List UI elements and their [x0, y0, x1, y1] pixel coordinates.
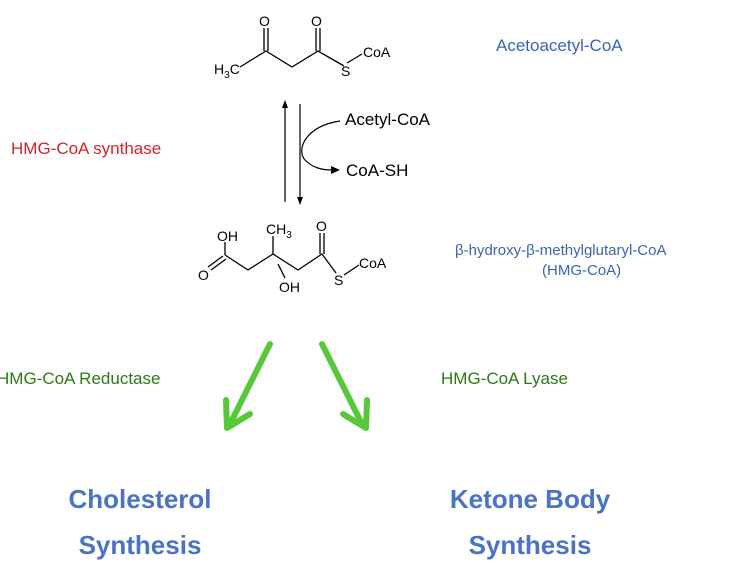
- reverse-arrow-head: [282, 100, 288, 108]
- acetoacetyl-coa-structure: [239, 28, 363, 68]
- hmg-s-coa-bond: [343, 264, 360, 276]
- ketone-body-line-2: Synthesis: [468, 530, 592, 560]
- right-branch-arrow-head: [340, 397, 370, 431]
- methyl-h: H: [214, 61, 225, 77]
- hmg-methyl-c: CH: [266, 221, 287, 237]
- cofactor-curve-arrow: [301, 120, 341, 171]
- left-branch-arrow-head: [223, 397, 253, 431]
- hmg-acid-hydroxyl: OH: [217, 228, 238, 244]
- hmg-coa-synthase-label: HMG-CoA synthase: [11, 139, 162, 158]
- acetyl-coa-label: Acetyl-CoA: [345, 110, 431, 129]
- acetoacetyl-coa-group: CoA: [363, 44, 391, 60]
- cholesterol-line-1: Cholesterol: [68, 484, 212, 514]
- acetoacetyl-sulfur: S: [341, 63, 351, 79]
- hmg-coa-full-name: β-hydroxy-β-methylglutaryl-CoA: [455, 242, 667, 259]
- cofactor-arrow-head: [331, 166, 340, 174]
- hmg-hydroxyl-bond: [277, 263, 286, 279]
- acetoacetyl-ketone-oxygen: O: [259, 13, 270, 29]
- forward-arrow-head: [297, 197, 303, 205]
- branch-arrows: [223, 341, 370, 431]
- right-branch-arrow: [319, 341, 364, 425]
- hmg-hydroxyl-group: OH: [279, 279, 300, 295]
- acetoacetyl-s-coa-bond: [346, 53, 363, 64]
- hmg-coa-structure: [207, 233, 360, 279]
- acetoacetyl-coa-name: Acetoacetyl-CoA: [496, 36, 623, 55]
- hmg-acid-oxygen: O: [198, 267, 209, 283]
- acetoacetyl-methyl-group: H3C: [214, 62, 240, 81]
- methyl-c: C: [229, 61, 240, 77]
- hmg-coa-lyase-label: HMG-CoA Lyase: [441, 369, 568, 388]
- hmg-methyl-group: CH3: [266, 222, 292, 241]
- hmg-coa-abbreviation: (HMG-CoA): [542, 262, 622, 279]
- hmg-acid-co-bond-b: [210, 258, 227, 271]
- hmg-sulfur: S: [334, 272, 344, 288]
- acetoacetyl-thioester-oxygen: O: [311, 13, 322, 29]
- acetoacetyl-backbone: [239, 50, 345, 68]
- left-branch-arrow: [228, 341, 273, 425]
- hmg-backbone: [224, 253, 337, 274]
- synthase-arrows: [282, 100, 341, 205]
- hmg-acid-co-bond-a: [207, 255, 224, 268]
- hmg-methyl-subscript: 3: [286, 229, 292, 241]
- hmg-coa-reductase-label: HMG-CoA Reductase: [0, 369, 161, 388]
- coa-sh-label: CoA-SH: [346, 161, 409, 180]
- hmg-thioester-oxygen: O: [316, 218, 327, 234]
- ketone-body-line-1: Ketone Body: [449, 484, 611, 514]
- cholesterol-line-2: Synthesis: [78, 530, 202, 560]
- methyl-subscript: 3: [224, 69, 230, 81]
- hmg-coa-group: CoA: [359, 255, 387, 271]
